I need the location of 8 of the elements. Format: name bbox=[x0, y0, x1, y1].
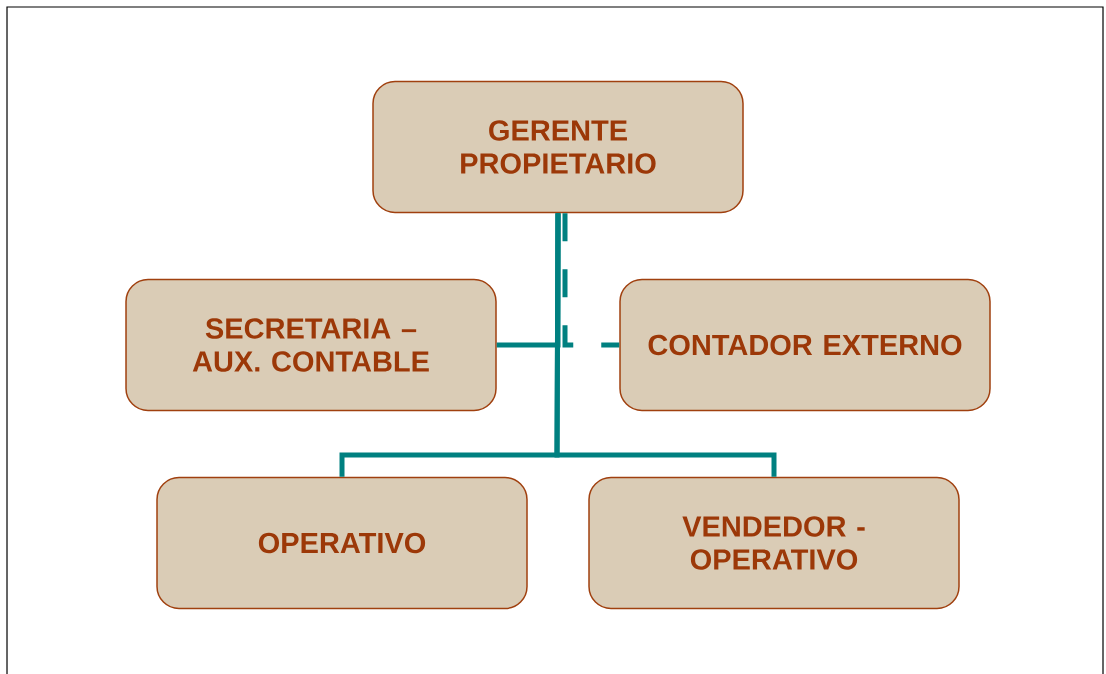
org-box: VENDEDOR - OPERATIVO bbox=[588, 476, 960, 610]
connector-line bbox=[496, 213, 561, 348]
org-box: OPERATIVO bbox=[156, 476, 528, 610]
org-box: CONTADOR EXTERNO bbox=[619, 278, 991, 412]
connector-line bbox=[562, 213, 620, 348]
org-box: GERENTE PROPIETARIO bbox=[372, 80, 744, 214]
org-box: SECRETARIA – AUX. CONTABLE bbox=[125, 278, 497, 412]
connector-line bbox=[554, 213, 777, 477]
